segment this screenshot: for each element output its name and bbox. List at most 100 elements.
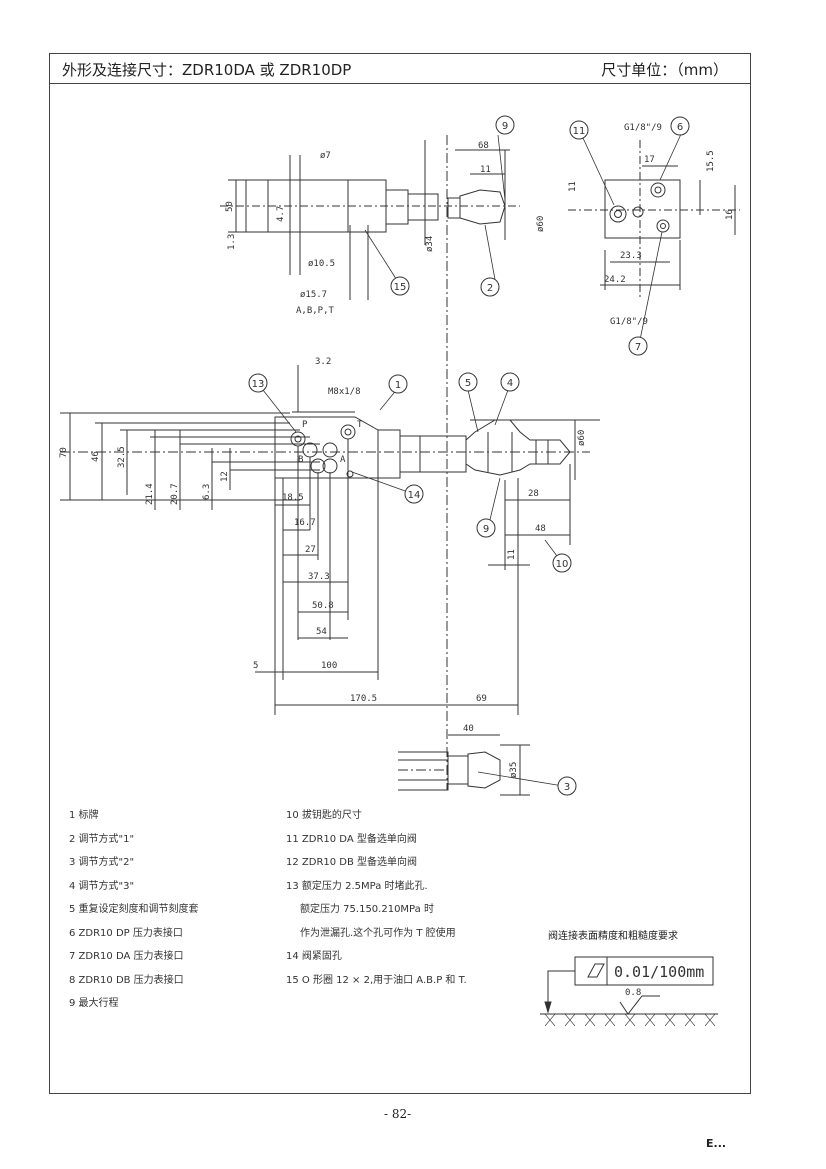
- dim-50: 50: [225, 201, 235, 212]
- dim-54: 54: [316, 627, 327, 637]
- dim-24-2: 24.2: [604, 275, 626, 285]
- balloon-13: [248, 373, 268, 393]
- balloon-9a-label: 9: [502, 121, 508, 132]
- corner-mark: E...: [706, 1137, 727, 1150]
- dim-11a: 11: [480, 165, 491, 175]
- dim-100: 100: [321, 661, 337, 671]
- balloon-2-label: 2: [487, 283, 493, 294]
- dim-50-8: 50.8: [312, 601, 334, 611]
- balloon-5: [458, 372, 478, 392]
- dim-abpt: A,B,P,T: [296, 306, 335, 316]
- dim-27: 27: [305, 545, 316, 555]
- main-body: [274, 416, 379, 479]
- legend-item: 1 标牌: [69, 810, 99, 821]
- legend-item: 5 重复设定刻度和调节刻度套: [69, 904, 199, 915]
- header-bar: 外形及连接尺寸：ZDR10DA 或 ZDR10DP 尺寸单位：（mm）: [50, 54, 750, 84]
- dim-17: 17: [644, 155, 655, 165]
- balloon-15-label: 15: [394, 282, 407, 293]
- tolerance-value: 0.01/100mm: [614, 963, 704, 981]
- port-t: T: [357, 420, 363, 430]
- dim-g18a: G1/8"/9: [624, 123, 662, 133]
- surface-requirement-title: 阀连接表面精度和粗糙度要求: [548, 931, 678, 942]
- dim-60a: ø60: [536, 216, 546, 232]
- legend-item: 6 ZDR10 DP 压力表接口: [69, 927, 183, 939]
- balloon-7: [628, 336, 648, 356]
- dim-7: ø7: [320, 151, 331, 161]
- balloon-7-label: 7: [635, 342, 641, 353]
- balloon-10: [552, 553, 572, 573]
- port-a: A: [340, 455, 346, 465]
- legend-item: 8 ZDR10 DB 压力表接口: [69, 974, 184, 986]
- dim-69: 69: [476, 694, 487, 704]
- balloon-3: [557, 776, 577, 796]
- balloon-11: [569, 120, 589, 140]
- unit-label: 尺寸单位：（mm）: [601, 61, 728, 79]
- dim-70: 70: [59, 447, 69, 458]
- legend-item: 7 ZDR10 DA 压力表接口: [69, 951, 184, 962]
- legend-item: 9 最大行程: [69, 998, 119, 1009]
- dim-12: 12: [220, 471, 230, 482]
- balloon-14-label: 14: [408, 490, 421, 501]
- dim-18-5: 18.5: [282, 493, 304, 503]
- dim-15-5: 15.5: [706, 150, 716, 172]
- legend-item: 14 阀紧固孔: [286, 951, 342, 962]
- port-p: P: [302, 420, 308, 430]
- port-plate: [604, 179, 681, 239]
- dim-35: ø35: [509, 762, 519, 778]
- dim-3-2: 3.2: [315, 357, 331, 367]
- roughness-value: 0.8: [625, 988, 641, 998]
- dim-15-7: ø15.7: [300, 290, 327, 300]
- knob-3: [465, 419, 571, 476]
- dim-4-7: 4.7: [276, 206, 286, 222]
- dim-60b: ø60: [577, 430, 587, 446]
- dim-40: 40: [463, 724, 474, 734]
- legend-item: 额定压力 75.150.210MPa 时: [300, 904, 434, 915]
- dim-16: 16: [725, 209, 735, 220]
- balloon-6: [670, 116, 690, 136]
- balloon-10-label: 10: [556, 559, 569, 570]
- dim-6-3: 6.3: [202, 484, 212, 500]
- legend-item: 11 ZDR10 DA 型备选单向阀: [286, 833, 417, 845]
- dim-16-7: 16.7: [294, 518, 316, 528]
- page-number: - 82-: [384, 1107, 412, 1121]
- balloon-9a: [495, 115, 515, 135]
- dim-g18b: G1/8"/9: [610, 317, 648, 327]
- port-b: B: [298, 455, 303, 465]
- dim-48: 48: [535, 524, 546, 534]
- legend-item: 作为泄漏孔.这个孔可作为 T 腔使用: [300, 927, 456, 939]
- dim-5: 5: [253, 661, 258, 671]
- dim-28: 28: [528, 489, 539, 499]
- legend-item: 13 额定压力 2.5MPa 时堵此孔.: [286, 880, 428, 892]
- flatness-icon: [587, 963, 605, 978]
- legend-item: 12 ZDR10 DB 型备选单向阀: [286, 857, 418, 868]
- dim-11c: 11: [507, 549, 517, 560]
- dim-170-5: 170.5: [350, 694, 377, 704]
- legend-right: 10 拔钥匙的尺寸 11 ZDR10 DA 型备选单向阀 12 ZDR10 DB…: [286, 804, 467, 992]
- balloon-5-label: 5: [465, 378, 471, 389]
- balloon-4: [500, 372, 520, 392]
- balloon-1: [388, 374, 408, 394]
- dim-1-3: 1.3: [227, 234, 237, 250]
- balloon-14: [404, 484, 424, 504]
- balloon-1-label: 1: [395, 380, 401, 391]
- balloon-9b: [476, 518, 496, 538]
- dim-11b: 11: [568, 181, 578, 192]
- page-title: 外形及连接尺寸：ZDR10DA 或 ZDR10DP: [62, 61, 352, 79]
- legend-item: 15 O 形圈 12 × 2,用于油口 A.B.P 和 T.: [286, 974, 467, 986]
- legend-item: 2 调节方式"1": [69, 833, 135, 845]
- dim-m8: M8x1/8: [328, 387, 361, 397]
- dim-21-4: 21.4: [145, 483, 155, 505]
- legend-item: 10 拔钥匙的尺寸: [286, 810, 362, 821]
- dim-32-5: 32.5: [117, 446, 127, 468]
- dim-34: ø34: [425, 236, 435, 252]
- surface-symbol: [540, 956, 718, 1027]
- dim-10-5: ø10.5: [308, 259, 335, 269]
- balloon-15: [390, 276, 410, 296]
- roughness-icon: [619, 995, 660, 1015]
- balloon-4-label: 4: [507, 378, 513, 389]
- legend-item: 3 调节方式"2": [69, 857, 135, 868]
- balloon-13-label: 13: [252, 379, 265, 390]
- balloon-6-label: 6: [677, 122, 683, 133]
- balloon-11-label: 11: [573, 126, 586, 137]
